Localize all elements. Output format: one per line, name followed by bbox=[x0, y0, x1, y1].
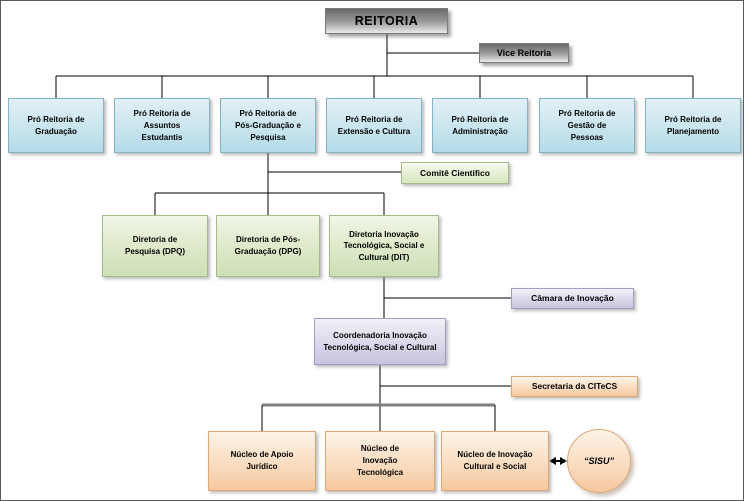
pro-reitoria-extensao-cultura-box: Pró Reitoria de Extensão e Cultura bbox=[326, 98, 422, 153]
vice-reitoria-box: Vice Reitoria bbox=[479, 43, 569, 63]
pro-reitoria-assuntos-estudantis-box: Pró Reitoria de Assuntos Estudantis bbox=[114, 98, 210, 153]
pro-reitoria-pos-graduacao-pesquisa-box: Pró Reitoria de Pós-Graduação e Pesquisa bbox=[220, 98, 316, 153]
camara-inovacao-box: Câmara de Inovação bbox=[511, 288, 634, 309]
pro-reitoria-planejamento-box: Pró Reitoria de Planejamento bbox=[645, 98, 741, 153]
reitoria-box: REITORIA bbox=[325, 8, 448, 34]
comite-cientifico-box: Comitê Cientifico bbox=[401, 162, 509, 184]
secretaria-citecs-box: Secretaria da CITeCS bbox=[511, 376, 638, 397]
diretoria-inovacao-box: Diretoria Inovação Tecnológica, Social e… bbox=[329, 215, 439, 277]
pro-reitoria-gestao-pessoas-box: Pró Reitoria de Gestão de Pessoas bbox=[539, 98, 635, 153]
pro-reitoria-graduacao-box: Pró Reitoria de Graduação bbox=[8, 98, 104, 153]
diretoria-pesquisa-box: Diretoria de Pesquisa (DPQ) bbox=[102, 215, 208, 277]
double-arrow-icon bbox=[549, 457, 567, 465]
diretoria-pos-graduacao-box: Diretoria de Pós-Graduação (DPG) bbox=[216, 215, 320, 277]
nucleo-inovacao-cultural-social-box: Núcleo de Inovação Cultural e Social bbox=[441, 431, 549, 491]
coordenadoria-citecs-box: Coordenadoria Inovação Tecnológica, Soci… bbox=[314, 318, 446, 365]
sisu-circle: “SISU” bbox=[567, 429, 631, 493]
pro-reitoria-administracao-box: Pró Reitoria de Administração bbox=[432, 98, 528, 153]
nucleo-inovacao-tecnologica-box: Núcleo de Inovação Tecnológica bbox=[325, 431, 435, 491]
nucleo-apoio-juridico-box: Núcleo de Apoio Jurídico bbox=[208, 431, 316, 491]
